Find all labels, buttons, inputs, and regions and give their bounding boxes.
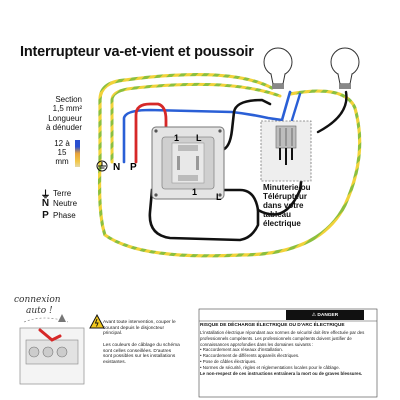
timer-line2: Télérupteur	[263, 192, 308, 201]
strip-length-value: 12 à 15 mm	[52, 139, 72, 166]
switch-term-L-bottom: L	[216, 192, 222, 202]
earth-terminal-icon	[96, 160, 108, 172]
legend-neutral-label: Neutre	[53, 199, 78, 208]
danger-line: • Normes de sécurité, règles et réglemen…	[200, 364, 340, 370]
return-wire-bottom	[148, 188, 260, 242]
legend-phase-label: Phase	[53, 211, 76, 220]
section-value: 1,5 mm²	[52, 104, 82, 113]
timer-line1: Minuterie ou	[263, 183, 311, 192]
lamp-left	[263, 47, 293, 89]
danger-line: connaissances approfondies dans les doma…	[200, 341, 314, 347]
neutral-wire	[122, 90, 292, 164]
timer-line3: dans votre	[263, 201, 304, 210]
strip-length-label: Longueur à dénuder	[40, 114, 82, 132]
danger-title: RISQUE DE DÉCHARGE ÉLECTRIQUE OU D'ARC É…	[200, 323, 345, 328]
danger-header: ⚠ DANGER	[286, 310, 364, 320]
neutral-wire-2	[290, 92, 302, 122]
timer-label: Minuterie ou Télérupteur dans votre tabl…	[263, 183, 315, 228]
switch-term-1-top: 1	[174, 133, 179, 143]
diagram-title: Interrupteur va-et-vient et poussoir	[20, 44, 254, 60]
wire-strip-gauge	[75, 140, 80, 167]
danger-panel-frame	[198, 308, 378, 398]
danger-body: L'installation électrique répondant aux …	[200, 330, 372, 376]
danger-line: • Pose de câbles électriques.	[200, 358, 257, 364]
lamp-right	[330, 47, 360, 89]
auto-connection-label-2: auto !	[26, 306, 53, 316]
warning-text-power: Avant toute intervention, couper le cour…	[103, 320, 176, 337]
auto-connection-label: connexion	[14, 295, 61, 305]
switch-term-L-top: L	[196, 133, 202, 143]
danger-line: Le non-respect de ces instructions entra…	[200, 370, 363, 376]
terminal-neutral-label: N	[113, 162, 120, 173]
strip-value-line1: 12 à 15	[54, 139, 70, 157]
section-label: Section 1,5 mm²	[40, 95, 82, 113]
legend-earth-label: Terre	[53, 189, 72, 198]
danger-line: • Raccordement aux réseaux d'installatio…	[200, 347, 283, 353]
phase-symbol: P	[42, 210, 49, 221]
bottom-illustrations	[19, 308, 378, 398]
timer-line5: électrique	[263, 219, 301, 228]
danger-line: professionnels compétents. Les professio…	[200, 335, 352, 341]
earth-wire-left	[110, 82, 282, 164]
terminal-phase-label: P	[130, 162, 137, 173]
switch-term-1-bottom: 1	[192, 187, 197, 197]
lamp-wire-right	[316, 90, 348, 134]
return-wire-right	[256, 158, 306, 216]
danger-line: • Raccordement de différents appareils é…	[200, 353, 300, 359]
earth-icon: ⏚	[40, 190, 51, 201]
section-line1: Section	[55, 95, 82, 104]
neutral-symbol: N	[41, 198, 50, 209]
legend-earth: ⏚ Terre	[40, 186, 72, 201]
strip-value-line2: mm	[55, 157, 69, 166]
earth-wire	[97, 72, 362, 258]
legend-neutral: N Neutre	[40, 198, 77, 209]
return-wire-top	[212, 98, 272, 152]
auto-connection-illustration	[19, 314, 85, 385]
timer-line4: tableau	[263, 210, 292, 219]
danger-line: L'installation électrique répondant aux …	[200, 330, 365, 335]
warning-triangle-icon	[89, 313, 105, 329]
strip-line1: Longueur	[48, 114, 82, 123]
wiring-diagram: N P 1 L 1 L	[96, 47, 362, 258]
warning-text-colors: Les couleurs de câblage du schéma sont c…	[103, 343, 180, 365]
legend-phase: P Phase	[40, 210, 76, 221]
strip-line2: à dénuder	[45, 123, 82, 132]
